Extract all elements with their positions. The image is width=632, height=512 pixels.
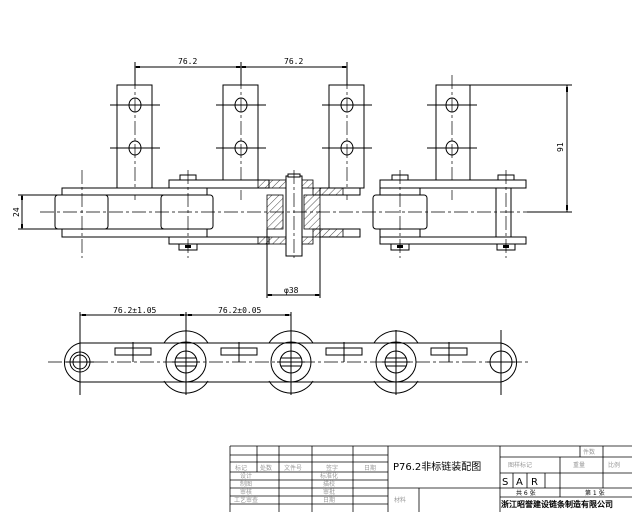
side-pitch-label-2: 76.2±0.05 [218,306,262,315]
total-sheets: 共 6 张 [516,489,536,497]
row-process-review: 工艺审查 [234,496,258,504]
plate-top-1 [168,179,270,189]
pitch-dimension-side: 76.2±1.05 76.2±0.05 [79,306,292,395]
diameter-label: φ38 [284,286,299,295]
header-mark: 标记 [235,464,247,472]
pitch-label-2: 76.2 [284,57,303,66]
row-review: 审核 [240,488,252,496]
height-label: 91 [556,142,565,152]
plate-top-2 [379,179,527,189]
scale-label: 比例 [608,461,620,469]
row-design: 设计 [240,472,252,480]
row-drawing: 制图 [240,480,252,488]
header-date: 日期 [364,464,376,472]
drawing-title: P76.2非标链装配图 [393,460,481,473]
outer-plate-top-left [61,187,208,196]
side-pitch-label-1: 76.2±1.05 [113,306,157,315]
mark-a: A [516,477,523,488]
outer-plate-bottom-left [61,228,208,238]
header-signature: 签字 [326,464,338,472]
top-view: 76.2 76.2 91 24 φ38 [12,57,572,298]
company-name: 浙江昭誉建设链条制造有限公司 [501,499,613,509]
diameter-dimension: φ38 [266,229,321,298]
height-dimension: 91 [470,84,572,213]
header-file-no: 文件号 [284,464,302,472]
sheet-number: 第 1 张 [585,489,605,497]
pitch-dimension-top: 76.2 76.2 [134,57,348,85]
mark-r: R [531,477,538,488]
mark-s: S [502,477,508,488]
header-count: 处数 [260,464,272,472]
plate-bottom-2 [379,236,527,245]
roller-label: 24 [12,207,21,217]
row-trace-check: 描校 [323,480,335,488]
side-view: 76.2±1.05 76.2±0.05 [48,306,530,395]
plate-bottom-1 [168,236,270,245]
roller-dimension: 24 [12,194,58,230]
row-date: 日期 [323,496,335,504]
row-approval: 审批 [323,488,335,496]
title-block: 标记 处数 文件号 签字 日期 设计 标准化 制图 描校 审核 审批 工艺审查 … [229,445,632,512]
material-label: 材料 [394,496,406,504]
pin-end [495,187,512,238]
pitch-label-1: 76.2 [178,57,197,66]
pattern-mark-label: 图样标记 [508,461,532,469]
row-standardization: 标准化 [320,472,338,480]
weight-label: 重量 [573,461,585,469]
quantity-label: 件数 [583,448,595,456]
